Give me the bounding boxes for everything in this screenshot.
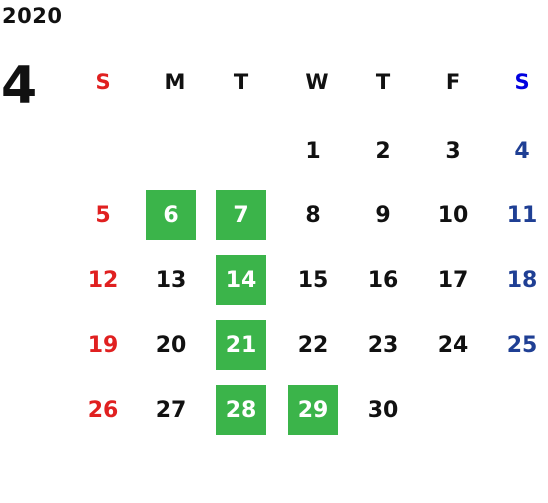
weekday-header-sun: S [95, 70, 111, 94]
day-cell-25-sat[interactable]: 25 [506, 332, 538, 358]
day-cell-29-wed[interactable]: 29 [288, 385, 338, 435]
day-cell-22-wed[interactable]: 22 [297, 332, 329, 358]
day-cell-8-wed[interactable]: 8 [305, 202, 321, 228]
weekday-header-tue: T [233, 70, 249, 94]
day-cell-5-sun[interactable]: 5 [95, 202, 111, 228]
weekday-header-fri: F [445, 70, 461, 94]
weekday-header-sat: S [514, 70, 530, 94]
day-cell-26-sun[interactable]: 26 [87, 397, 119, 423]
day-cell-17-fri[interactable]: 17 [437, 267, 469, 293]
day-cell-11-sat[interactable]: 11 [506, 202, 538, 228]
day-cell-7-tue[interactable]: 7 [216, 190, 266, 240]
day-cell-1-wed[interactable]: 1 [305, 138, 321, 164]
weekday-header-wed: W [305, 70, 329, 94]
day-cell-12-sun[interactable]: 12 [87, 267, 119, 293]
year-label: 2020 [2, 4, 63, 28]
day-cell-27-mon[interactable]: 27 [155, 397, 187, 423]
day-cell-19-sun[interactable]: 19 [87, 332, 119, 358]
day-cell-18-sat[interactable]: 18 [506, 267, 538, 293]
day-cell-6-mon[interactable]: 6 [146, 190, 196, 240]
day-cell-24-fri[interactable]: 24 [437, 332, 469, 358]
day-cell-10-fri[interactable]: 10 [437, 202, 469, 228]
day-cell-23-thu[interactable]: 23 [367, 332, 399, 358]
day-cell-30-thu[interactable]: 30 [367, 397, 399, 423]
day-cell-4-sat[interactable]: 4 [514, 138, 530, 164]
day-cell-15-wed[interactable]: 15 [297, 267, 329, 293]
day-cell-21-tue[interactable]: 21 [216, 320, 266, 370]
month-number: 4 [1, 56, 38, 116]
weekday-header-mon: M [164, 70, 186, 94]
day-cell-20-mon[interactable]: 20 [155, 332, 187, 358]
weekday-header-thu: T [375, 70, 391, 94]
day-cell-9-thu[interactable]: 9 [375, 202, 391, 228]
day-cell-14-tue[interactable]: 14 [216, 255, 266, 305]
day-cell-13-mon[interactable]: 13 [155, 267, 187, 293]
day-cell-28-tue[interactable]: 28 [216, 385, 266, 435]
day-cell-16-thu[interactable]: 16 [367, 267, 399, 293]
day-cell-2-thu[interactable]: 2 [375, 138, 391, 164]
day-cell-3-fri[interactable]: 3 [445, 138, 461, 164]
